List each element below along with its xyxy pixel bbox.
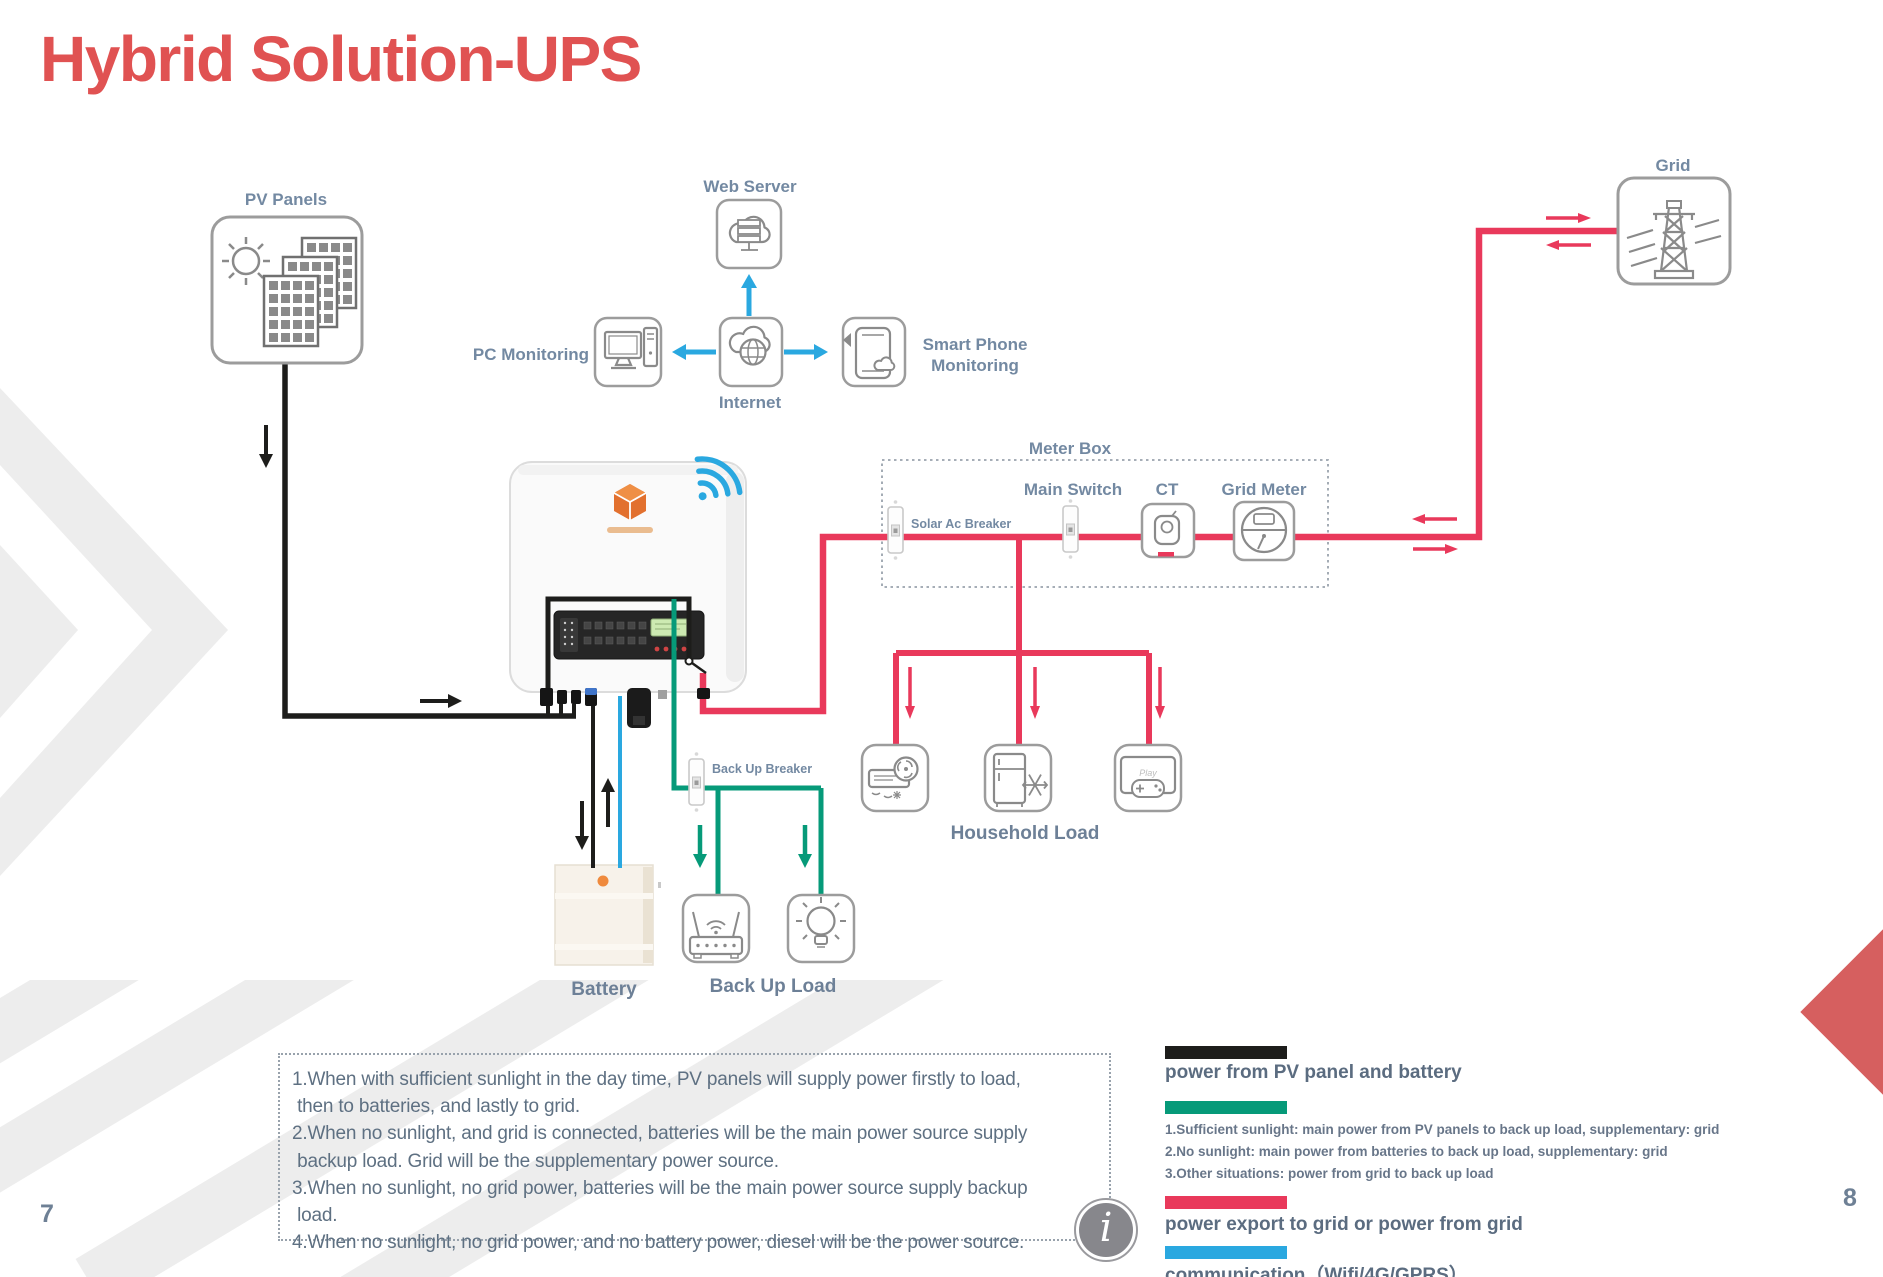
- wire-backup-green: [671, 599, 824, 896]
- note-line: 3.When no sunlight, no grid power, batte…: [292, 1177, 1028, 1199]
- note-line: backup load. Grid will be the supplement…: [292, 1150, 779, 1172]
- flow-arrows: [259, 213, 1591, 868]
- label-household-load: Household Load: [950, 823, 1100, 844]
- page-number-right: 8: [1843, 1184, 1857, 1212]
- disconnect-switch-symbol: [684, 656, 707, 675]
- legend-swatch-black: [1165, 1046, 1287, 1059]
- label-grid: Grid: [1655, 156, 1691, 175]
- info-icon: i: [1074, 1198, 1138, 1262]
- pv-panels-icon: [210, 215, 364, 365]
- tv-play-text: Play: [1139, 768, 1157, 778]
- legend-swatch-red: [1165, 1196, 1287, 1209]
- wiring: [282, 227, 1617, 896]
- sun-icon: [222, 237, 270, 285]
- operation-notes-box: 1.When with sufficient sunlight in the d…: [278, 1053, 1111, 1253]
- battery-device: [554, 864, 661, 966]
- note-line: load.: [292, 1205, 338, 1227]
- label-main-switch: Main Switch: [1023, 480, 1123, 499]
- legend-label-communication: communication（Wifi/4G/GPRS）: [1165, 1265, 1468, 1277]
- label-smart-phone-line2: Monitoring: [931, 356, 1019, 375]
- background-stripes-decoration: [0, 980, 1010, 1277]
- household-load-fridge-icon: [983, 743, 1053, 813]
- note-line: 1.When with sufficient sunlight in the d…: [292, 1069, 1021, 1090]
- label-battery: Battery: [571, 979, 637, 1000]
- legend-note-backup: 3.Other situations: power from grid to b…: [1165, 1166, 1494, 1181]
- snowflake-icon: [1021, 774, 1049, 796]
- legend-note-backup: 1.Sufficient sunlight: main power from P…: [1165, 1122, 1720, 1137]
- label-internet: Internet: [718, 393, 782, 412]
- server-rack-icon: [737, 219, 761, 251]
- backup-load-bulb-icon: [786, 893, 856, 964]
- wire-grid-red: [699, 227, 1617, 748]
- label-pc-monitoring: PC Monitoring: [472, 345, 590, 364]
- note-line: 4.When no sunlight, no grid power, and n…: [292, 1232, 1025, 1254]
- main-switch-icon: [1062, 498, 1079, 560]
- label-smart-phone-line1: Smart Phone: [922, 335, 1028, 354]
- globe-icon: [739, 338, 767, 366]
- legend-note-backup: 2.No sunlight: main power from batteries…: [1165, 1144, 1668, 1159]
- back-up-breaker-icon: [688, 751, 705, 813]
- label-web-server: Web Server: [703, 177, 797, 196]
- battery-logo: [597, 875, 609, 887]
- background-chevron-decoration: [0, 388, 228, 876]
- wire-pv-to-inverter: [282, 363, 576, 719]
- inverter-logo: [607, 484, 653, 533]
- label-grid-meter: Grid Meter: [1221, 480, 1307, 499]
- grid-icon: [1616, 176, 1732, 286]
- backup-load-router-icon: [681, 893, 751, 964]
- label-solar-ac-breaker: Solar Ac Breaker: [911, 517, 1012, 531]
- label-pv-panels: PV Panels: [244, 190, 328, 209]
- label-ct: CT: [1155, 480, 1179, 499]
- household-load-aircon-icon: [860, 743, 930, 813]
- legend-label-grid: power export to grid or power from grid: [1165, 1214, 1523, 1235]
- solar-ac-breaker-icon: [887, 499, 904, 561]
- light-bulb-icon: [796, 897, 846, 948]
- wire-inverter-loop: [545, 596, 692, 705]
- legend-label-pv-battery: power from PV panel and battery: [1165, 1062, 1462, 1083]
- smart-phone-icon: [841, 316, 907, 388]
- web-server-icon: [715, 198, 783, 270]
- pc-monitoring-icon: [593, 316, 663, 388]
- transmission-tower-icon: [1626, 200, 1722, 280]
- internet-icon: [718, 316, 784, 388]
- label-meter-box: Meter Box: [1028, 439, 1112, 458]
- page-number-left: 7: [40, 1200, 54, 1228]
- legend-swatch-green: [1165, 1101, 1287, 1114]
- note-line: then to batteries, and lastly to grid.: [292, 1096, 580, 1118]
- inverter-control-panel: [553, 610, 705, 660]
- label-back-up-breaker: Back Up Breaker: [712, 762, 813, 776]
- inverter-terminals: [540, 688, 710, 728]
- inverter-device: [509, 461, 747, 693]
- inverter-wifi-icon: [694, 456, 743, 501]
- meter-box-frame: [881, 459, 1329, 588]
- household-load-tv-game-icon: Play: [1113, 743, 1183, 813]
- ct-icon: [1140, 502, 1196, 559]
- router-wifi-icon: [706, 920, 726, 930]
- grid-meter-icon: [1232, 500, 1296, 562]
- note-line: 2.When no sunlight, and grid is connecte…: [292, 1123, 1028, 1145]
- inverter-lcd-screen: [650, 618, 692, 637]
- legend-swatch-blue: [1165, 1246, 1287, 1259]
- label-back-up-load: Back Up Load: [709, 976, 837, 997]
- page-title: Hybrid Solution-UPS: [40, 23, 642, 95]
